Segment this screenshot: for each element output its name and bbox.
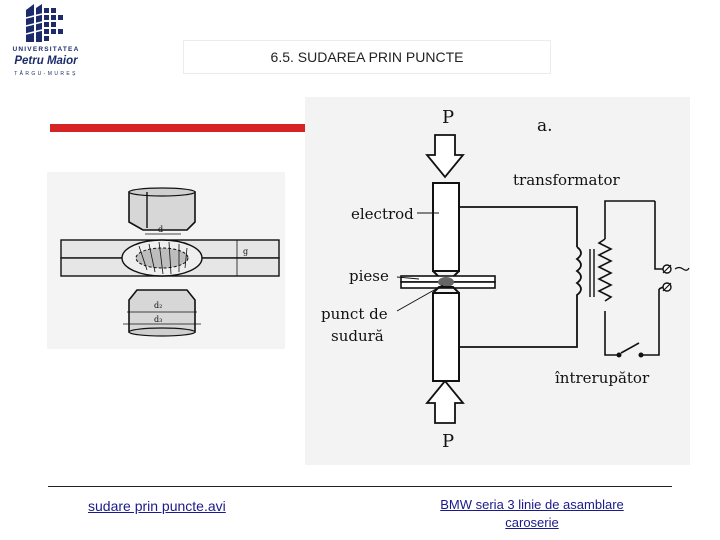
weld-spot [438,277,454,287]
bmw-link-line2[interactable]: caroserie [505,515,559,530]
ac-source-icon [674,266,690,271]
intrerupator-label: întrerupător [555,369,650,387]
spot-welding-schematic-figure: P a. transformator electrod piese punct … [305,97,690,465]
slide-title: 6.5. SUDAREA PRIN PUNCTE [270,49,464,65]
dimension-d-label: d [158,225,163,234]
logo-university-text: UNIVERSITATEA [12,46,80,53]
punct-de-label: punct de [321,305,388,323]
switch-icon [620,342,640,354]
slide-title-box: 6.5. SUDAREA PRIN PUNCTE [183,40,551,74]
spot-weld-cross-section-figure: d g d₂ d₃ [47,172,285,349]
footer-divider [48,486,672,487]
logo-name-text: Petru Maior [14,55,78,67]
logo-emblem-icon [25,4,63,42]
pressure-top-label: P [442,107,454,128]
figure-a-label: a. [537,116,553,136]
dimension-d2-label: d₂ [154,301,162,310]
transformator-label: transformator [513,171,620,189]
piese-label: piese [349,267,389,285]
top-pressure-arrow-icon [425,134,465,179]
upper-electrode [432,182,460,272]
electrod-label: electrod [351,205,414,223]
bottom-pressure-arrow-icon [425,379,465,424]
transformer-primary-coil-icon [575,246,582,297]
dimension-g-label: g [243,247,248,256]
lower-electrode [128,289,196,333]
sudura-label: sudură [331,327,384,345]
university-logo: UNIVERSITATEA Petru Maior TÂRGU-MUREȘ [4,2,86,82]
dimension-d3-label: d₃ [154,315,162,324]
video-link[interactable]: sudare prin puncte.avi [88,498,226,514]
bmw-assembly-link[interactable]: BMW seria 3 linie de asamblare caroserie [408,496,656,532]
accent-bar [50,124,320,132]
lower-electrode [432,292,460,382]
bmw-link-line1[interactable]: BMW seria 3 linie de asamblare [440,497,624,512]
transformer-secondary-coil-icon [597,238,613,302]
pressure-bottom-label: P [442,431,454,452]
logo-city-text: TÂRGU-MUREȘ [14,71,78,77]
